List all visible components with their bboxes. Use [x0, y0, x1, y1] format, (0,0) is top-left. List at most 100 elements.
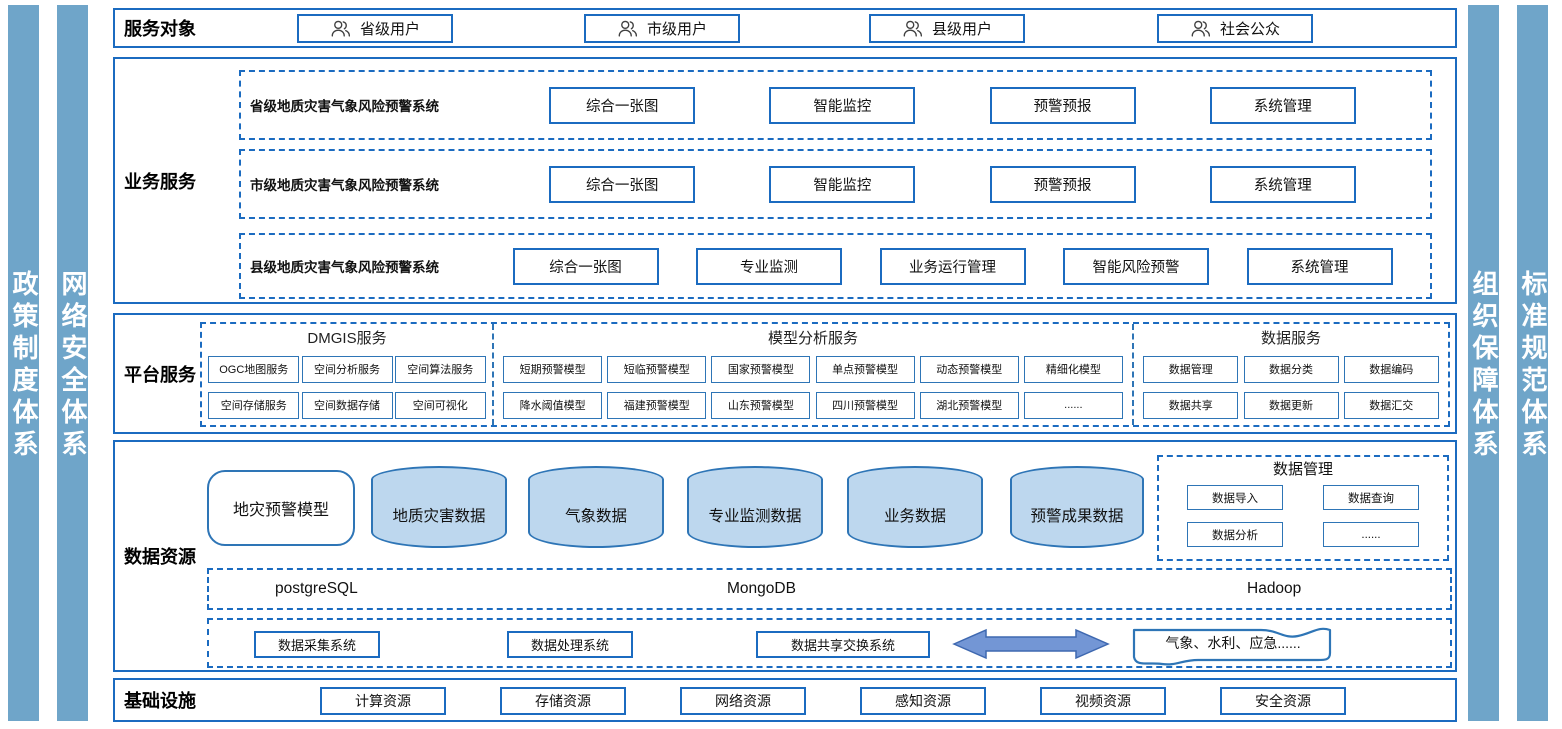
- platform-item-box: 数据分类: [1243, 355, 1339, 383]
- module-box: 综合一张图: [549, 86, 696, 124]
- module-box: 业务运行管理: [879, 247, 1026, 285]
- group-title: 模型分析服务: [767, 330, 858, 347]
- pillar-network-security: 网络安全体系: [57, 5, 88, 721]
- pillar-standard-spec: 标准规范体系: [1517, 5, 1548, 721]
- user-box-county: 县级用户: [869, 14, 1025, 43]
- platform-item-box: 空间存储服务: [208, 391, 300, 419]
- pillar-organization-guarantee: 组织保障体系: [1468, 5, 1499, 721]
- platform-item-box: 数据编码: [1343, 355, 1439, 383]
- database-cylinder-monitoring: 专业监测数据: [687, 466, 823, 548]
- database-label: Hadoop: [1247, 580, 1302, 597]
- module-box: 综合一张图: [512, 247, 659, 285]
- infra-box: 安全资源: [1220, 687, 1346, 715]
- model-box-label: 地灾预警模型: [232, 502, 329, 519]
- user-box-label: 县级用户: [931, 21, 992, 38]
- pillar-label: 政策制度体系: [9, 270, 39, 462]
- database-cylinder-business: 业务数据: [847, 466, 983, 548]
- infra-box: 视频资源: [1040, 687, 1166, 715]
- user-icon: [618, 20, 638, 37]
- system-name: 市级地质灾害气象风险预警系统: [250, 178, 439, 193]
- user-box-label: 市级用户: [646, 21, 707, 38]
- platform-item-box: 短临预警模型: [607, 355, 707, 383]
- pillar-policy-system: 政策制度体系: [8, 5, 39, 721]
- data-resources-section: 数据资源 地灾预警模型 地质灾害数据 气象数据 专业监测数据 业务数据 预: [113, 440, 1457, 672]
- section-title: 基础设施: [124, 691, 196, 711]
- infra-box: 计算资源: [320, 687, 446, 715]
- pillar-label: 网络安全体系: [58, 270, 88, 462]
- platform-item-box: 数据更新: [1243, 391, 1339, 419]
- system-name: 县级地质灾害气象风险预警系统: [250, 260, 439, 275]
- user-icon: [903, 20, 923, 37]
- database-cylinder-warning-results: 预警成果数据: [1010, 466, 1144, 548]
- section-title: 业务服务: [124, 171, 196, 192]
- cylinder-label: 预警成果数据: [1030, 508, 1124, 525]
- platform-item-box: 空间可视化: [394, 391, 486, 419]
- group-title: 数据管理: [1272, 461, 1333, 478]
- module-box: 专业监测: [696, 247, 842, 285]
- section-title: 数据资源: [124, 547, 196, 567]
- cylinder-label: 气象数据: [564, 508, 627, 525]
- data-services-group: 数据服务 数据管理 数据分类 数据编码 数据共享 数据更新 数据汇交: [1134, 324, 1448, 425]
- module-box: 系统管理: [1246, 247, 1393, 285]
- platform-item-box: 四川预警模型: [815, 391, 915, 419]
- dmgis-group: DMGIS服务 OGC地图服务 空间分析服务 空间算法服务 空间存储服务 空间数…: [202, 324, 494, 425]
- module-box: 预警预报: [989, 86, 1136, 124]
- infra-box: 感知资源: [860, 687, 986, 715]
- system-box: 数据采集系统: [254, 631, 380, 658]
- platform-item-box: 精细化模型: [1023, 355, 1123, 383]
- module-box: 综合一张图: [549, 165, 696, 203]
- data-management-group: 数据管理 数据导入 数据查询 数据分析 ......: [1157, 455, 1449, 561]
- database-cylinder-geology: 地质灾害数据: [371, 466, 507, 548]
- infra-box: 网络资源: [680, 687, 806, 715]
- data-systems-group: 数据采集系统 数据处理系统 数据共享交换系统 气象、水利、应急......: [207, 618, 1452, 668]
- databases-group: postgreSQL MongoDB Hadoop: [207, 568, 1452, 610]
- user-box-municipal: 市级用户: [584, 14, 740, 43]
- module-box: 智能风险预警: [1063, 247, 1209, 285]
- user-icon: [331, 20, 351, 37]
- data-management-item: 数据分析: [1187, 522, 1283, 547]
- database-cylinder-weather: 气象数据: [528, 466, 664, 548]
- group-title: 数据服务: [1260, 330, 1321, 347]
- cylinder-label: 专业监测数据: [708, 508, 802, 525]
- system-box: 数据处理系统: [507, 631, 633, 658]
- platform-item-box: 空间数据存储: [301, 391, 393, 419]
- user-box-label: 社会公众: [1219, 21, 1280, 38]
- database-label: postgreSQL: [275, 580, 358, 597]
- cylinder-body: [1010, 479, 1144, 548]
- platform-item-box: OGC地图服务: [208, 355, 300, 383]
- municipal-system-group: 市级地质灾害气象风险预警系统 综合一张图 智能监控 预警预报 系统管理: [239, 149, 1432, 219]
- data-management-item: 数据导入: [1187, 485, 1283, 510]
- module-box: 系统管理: [1209, 86, 1356, 124]
- platform-item-box: 动态预警模型: [919, 355, 1019, 383]
- section-title: 服务对象: [124, 19, 196, 39]
- external-systems-label: 气象、水利、应急......: [1165, 635, 1301, 651]
- infra-box: 存储资源: [500, 687, 626, 715]
- platform-item-box: 国家预警模型: [711, 355, 811, 383]
- cylinder-body: [847, 479, 983, 548]
- user-box-provincial: 省级用户: [297, 14, 453, 43]
- cylinder-body: [371, 479, 507, 548]
- user-box-label: 省级用户: [359, 21, 420, 38]
- pillar-label: 标准规范体系: [1518, 270, 1548, 462]
- module-box: 智能监控: [769, 86, 916, 124]
- platform-item-box: 湖北预警模型: [919, 391, 1019, 419]
- system-name: 省级地质灾害气象风险预警系统: [250, 99, 439, 114]
- platform-services-section: 平台服务 DMGIS服务 OGC地图服务 空间分析服务 空间算法服务 空间存储服…: [113, 313, 1457, 434]
- user-icon: [1191, 20, 1211, 37]
- platform-item-box: 数据共享: [1143, 391, 1239, 419]
- platform-groups-container: DMGIS服务 OGC地图服务 空间分析服务 空间算法服务 空间存储服务 空间数…: [200, 322, 1450, 427]
- platform-item-box: 空间分析服务: [301, 355, 393, 383]
- business-services-section: 业务服务 省级地质灾害气象风险预警系统 综合一张图 智能监控 预警预报 系统管理…: [113, 57, 1457, 304]
- section-title: 平台服务: [124, 364, 196, 385]
- platform-item-box: 数据管理: [1143, 355, 1239, 383]
- external-systems-shape: 气象、水利、应急......: [1126, 622, 1340, 667]
- platform-item-box: 数据汇交: [1343, 391, 1439, 419]
- cylinder-body: [687, 479, 823, 548]
- disaster-warning-model-box: 地灾预警模型: [207, 470, 355, 546]
- database-label: MongoDB: [727, 580, 796, 597]
- module-box: 系统管理: [1209, 165, 1356, 203]
- system-box: 数据共享交换系统: [756, 631, 930, 658]
- cylinder-body: [528, 479, 664, 548]
- data-management-item: ......: [1323, 522, 1419, 547]
